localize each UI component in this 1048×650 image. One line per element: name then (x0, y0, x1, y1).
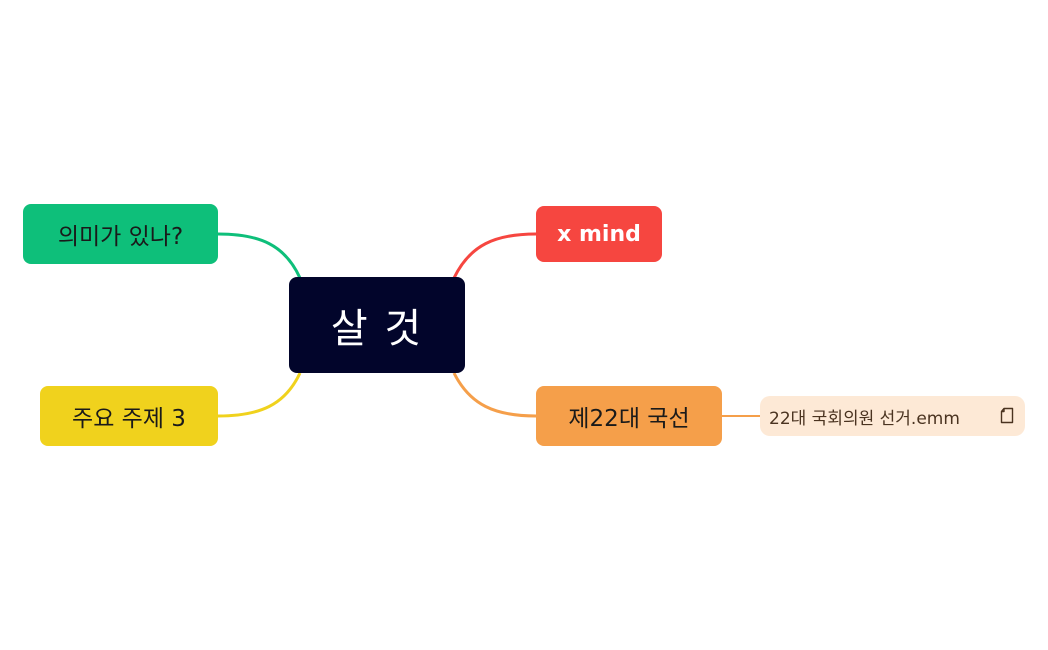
topic-x-mind[interactable]: x mind (536, 206, 662, 262)
connector-bottom-right (452, 372, 537, 418)
topic-meaning-label: 의미가 있나? (57, 224, 184, 250)
connector-bottom-left (217, 372, 302, 418)
topic-main-subject-3-label: 주요 주제 3 (72, 406, 186, 432)
central-topic[interactable]: 살 것 (289, 277, 465, 373)
central-topic-label: 살 것 (330, 306, 424, 352)
topic-22nd-election[interactable]: 제22대 국선 (536, 386, 722, 446)
topic-22nd-election-label: 제22대 국선 (568, 406, 690, 432)
topic-x-mind-label: x mind (557, 221, 641, 247)
topic-main-subject-3[interactable]: 주요 주제 3 (40, 386, 218, 446)
connector-top-right (452, 232, 537, 279)
topic-meaning[interactable]: 의미가 있나? (23, 204, 218, 264)
subtopic-election-file-label: 22대 국회의원 선거.emm (769, 408, 960, 429)
file-icon[interactable] (999, 407, 1015, 425)
connector-top-left (217, 232, 302, 279)
subtopic-election-file[interactable]: 22대 국회의원 선거.emm (760, 396, 1025, 436)
